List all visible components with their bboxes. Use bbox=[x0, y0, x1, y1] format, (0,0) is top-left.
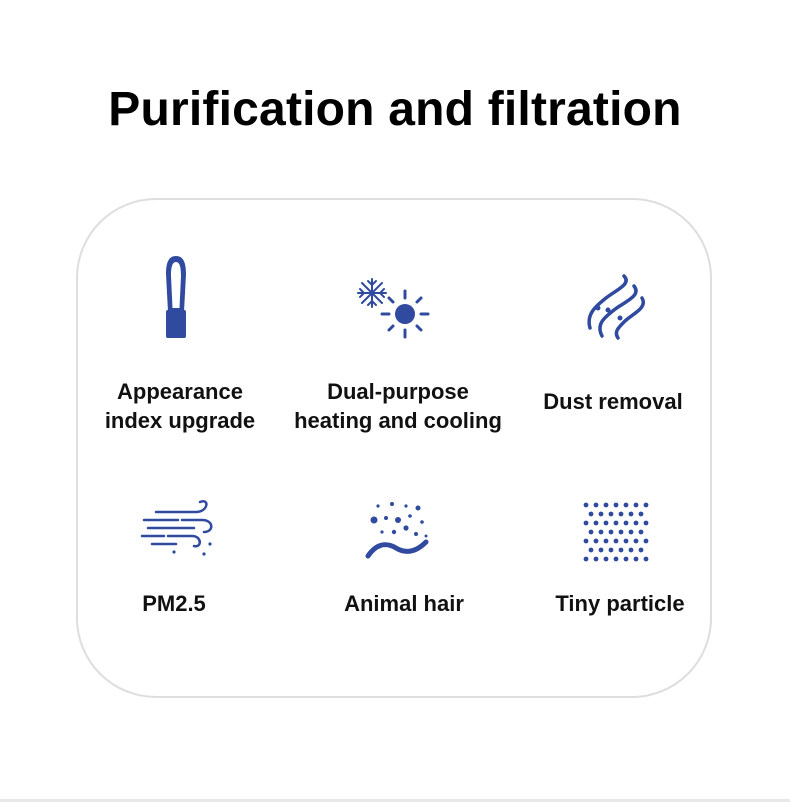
feature-label-animal-hair: Animal hair bbox=[344, 591, 464, 616]
feature-label-pm25: PM2.5 bbox=[142, 591, 206, 616]
dot-grid-icon bbox=[583, 502, 649, 562]
particles-wave-icon bbox=[365, 502, 429, 559]
waves-icon bbox=[587, 274, 646, 340]
feature-label-tiny-particle: Tiny particle bbox=[555, 591, 685, 616]
feature-label-appearance: Appearance index upgrade bbox=[104, 379, 256, 433]
bottom-divider bbox=[0, 799, 790, 802]
page-title: Purification and filtration bbox=[108, 83, 682, 136]
features-card bbox=[76, 198, 712, 698]
tower-fan-icon bbox=[166, 256, 186, 338]
snowflake-sun-icon bbox=[357, 278, 430, 339]
wind-icon bbox=[140, 500, 213, 556]
feature-label-dual-purpose: Dual-purpose heating and cooling bbox=[294, 379, 502, 433]
feature-label-dust-removal: Dust removal bbox=[543, 389, 683, 414]
